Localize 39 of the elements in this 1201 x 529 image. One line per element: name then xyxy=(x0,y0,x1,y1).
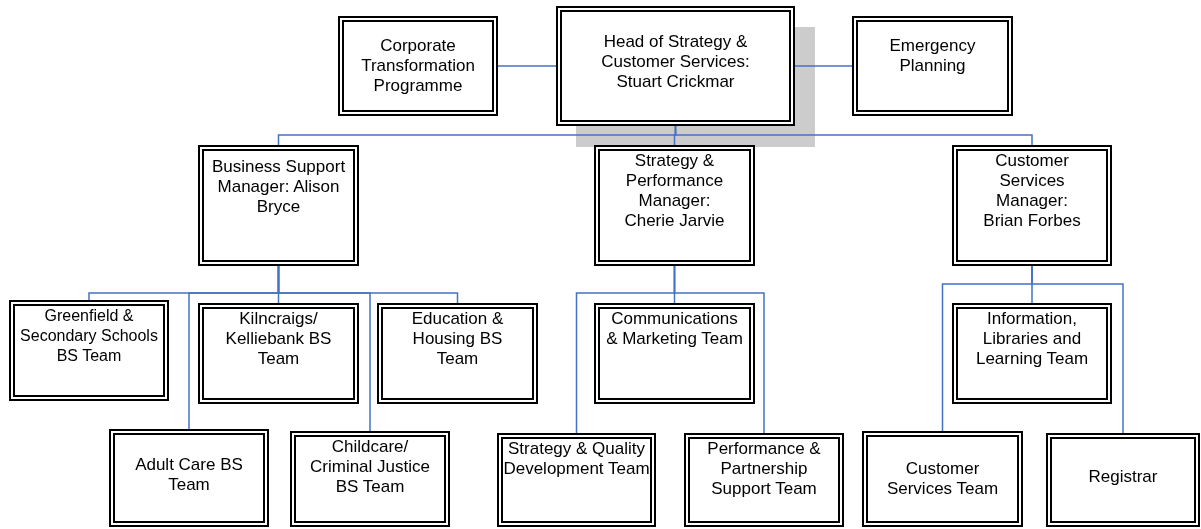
box-text: Customer Services Team xyxy=(885,459,1000,499)
connector-line xyxy=(497,65,557,67)
org-box xyxy=(198,145,359,266)
box-text: Customer Services Manager: Brian Forbes xyxy=(982,151,1082,231)
org-box xyxy=(338,16,498,116)
org-box xyxy=(952,145,1112,266)
box-text: Adult Care BS Team xyxy=(134,455,244,495)
box-text: Head of Strategy & Customer Services: Stuart Crickmar xyxy=(600,32,751,92)
org-box xyxy=(290,431,450,527)
box-text: Business Support Manager: Alison Bryce xyxy=(210,157,347,217)
box-text: Performance & Partnership Support Team xyxy=(706,439,822,499)
org-box xyxy=(862,431,1023,527)
box-text: Kilncraigs/ Kelliebank BS Team xyxy=(224,309,333,369)
connector-line xyxy=(794,65,853,67)
box-text: Childcare/ Criminal Justice BS Team xyxy=(309,437,431,497)
connector-line xyxy=(1031,265,1124,434)
box-text: Information, Libraries and Learning Team xyxy=(974,309,1090,369)
box-text: Strategy & Performance Manager: Cherie Jarvie xyxy=(623,151,726,231)
box-text: Emergency Planning xyxy=(888,36,977,76)
org-box xyxy=(497,433,656,527)
box-text: Strategy & Quality Development Team xyxy=(503,439,650,479)
org-box xyxy=(594,145,755,266)
org-box xyxy=(952,303,1112,404)
box-text: Communications & Marketing Team xyxy=(605,309,744,349)
org-box xyxy=(9,300,169,401)
org-box xyxy=(1046,433,1200,527)
connector-line xyxy=(673,265,765,434)
connector-line xyxy=(674,125,1033,146)
org-box xyxy=(198,303,359,404)
org-box xyxy=(377,303,538,404)
org-box xyxy=(684,433,844,527)
org-box xyxy=(109,429,269,527)
org-box xyxy=(852,16,1013,116)
org-box xyxy=(594,303,755,404)
box-text: Education & Housing BS Team xyxy=(410,309,505,369)
connector-line xyxy=(277,265,371,432)
box-text: Registrar xyxy=(1087,467,1159,487)
box-text: Greenfield & Secondary Schools BS Team xyxy=(19,306,159,366)
box-text: Corporate Transformation Programme xyxy=(360,36,476,96)
